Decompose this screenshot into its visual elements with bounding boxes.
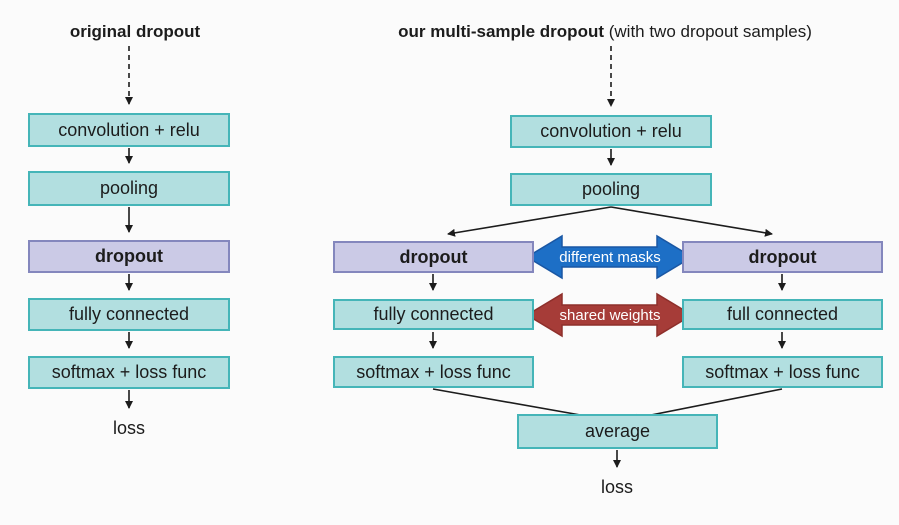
branch2-full-connected-box: full connected (682, 299, 883, 330)
right-diagram-title: our multi-sample dropout (with two dropo… (340, 22, 870, 42)
left-loss-label: loss (112, 418, 145, 438)
left-fully-connected-box: fully connected (28, 298, 230, 331)
average-box: average (517, 414, 718, 449)
right-pooling-box: pooling (510, 173, 712, 206)
different-masks-label: different masks (559, 248, 661, 266)
split-arrow-left (447, 206, 612, 237)
right-loss-label: loss (600, 477, 633, 497)
shared-weights-label: shared weights (559, 306, 661, 324)
branch2-dropout-box: dropout (682, 241, 883, 273)
branch1-softmax-box: softmax + loss func (333, 356, 534, 388)
left-dropout-box: dropout (28, 240, 230, 273)
branch2-softmax-box: softmax + loss func (682, 356, 883, 388)
right-conv-relu-box: convolution + relu (510, 115, 712, 148)
left-pooling-box: pooling (28, 171, 230, 206)
branch1-dropout-box: dropout (333, 241, 534, 273)
split-arrow-right (610, 206, 773, 237)
left-diagram-title: original dropout (69, 22, 201, 41)
branch1-fully-connected-box: fully connected (333, 299, 534, 330)
right-title-bold: our multi-sample dropout (398, 22, 604, 41)
left-softmax-box: softmax + loss func (28, 356, 230, 389)
right-title-rest: (with two dropout samples) (604, 22, 812, 41)
left-conv-relu-box: convolution + relu (28, 113, 230, 147)
